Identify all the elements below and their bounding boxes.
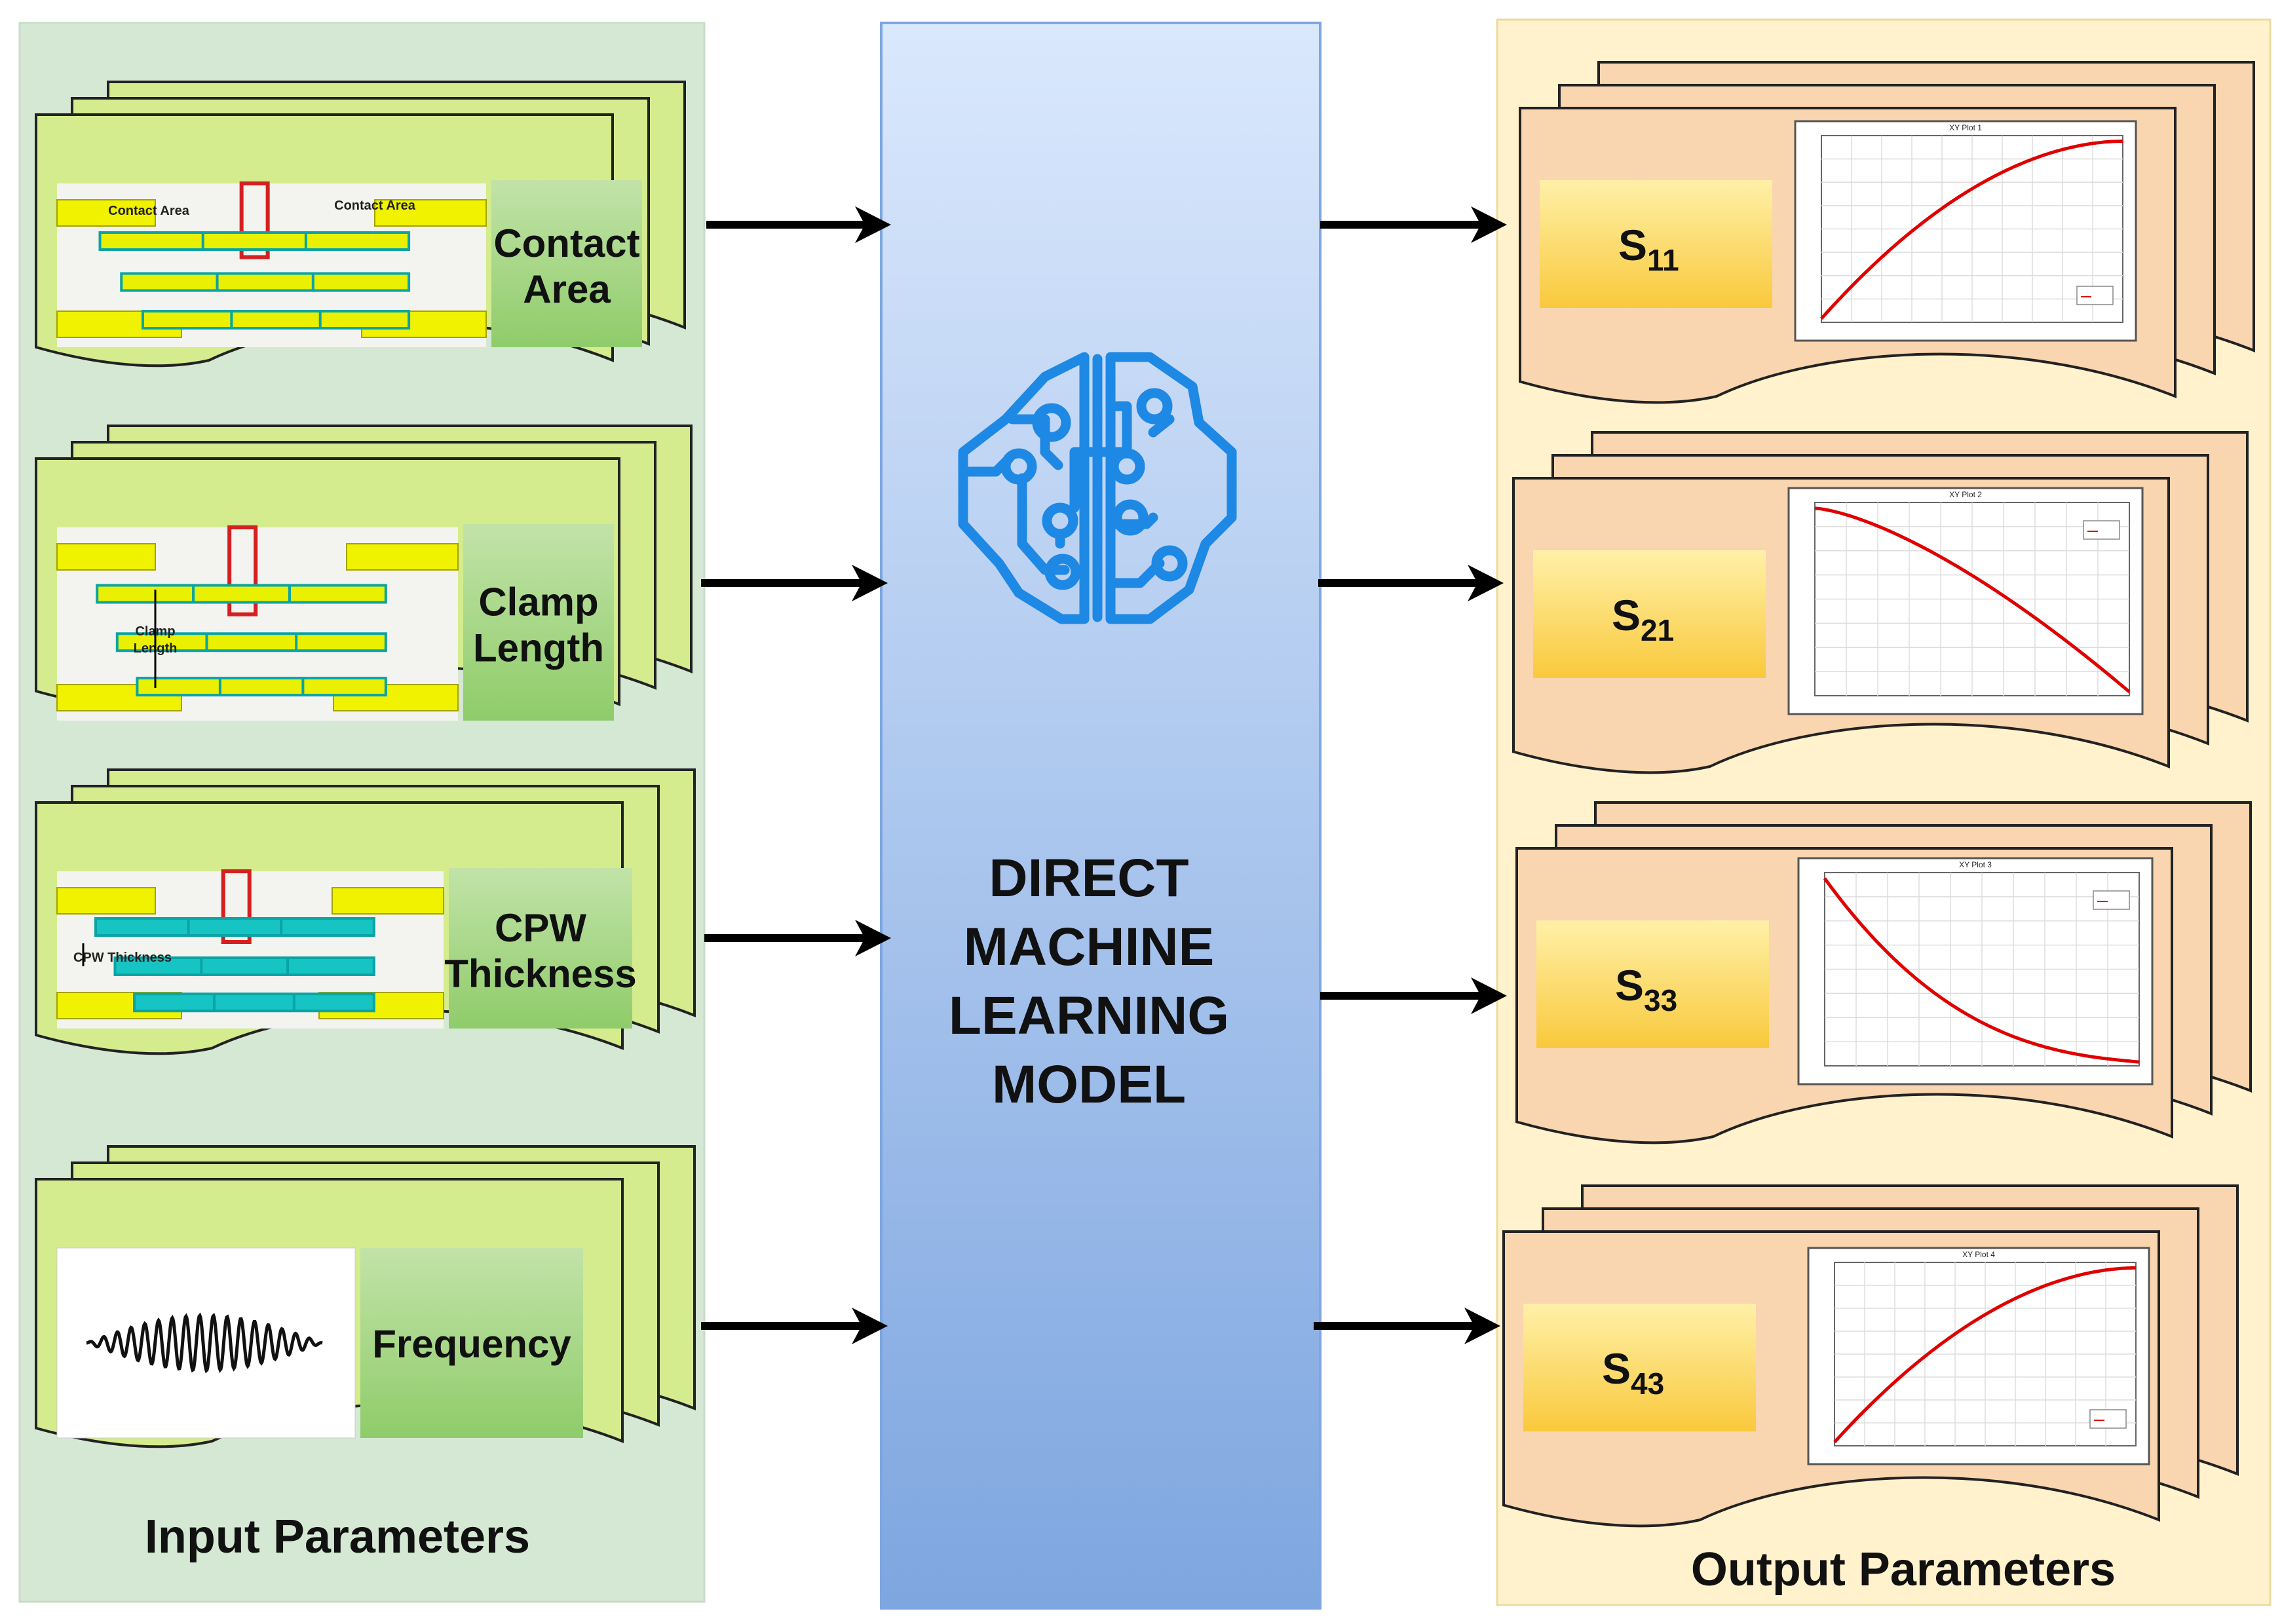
brain-circuit-icon (958, 352, 1237, 624)
s-parameter-plot: XY Plot 1 (1794, 120, 2137, 342)
input-label-line: Area (523, 267, 611, 311)
flow-arrow-head (855, 920, 891, 956)
input-panel-title: Input Parameters (145, 1511, 530, 1563)
flow-arrow-head (1471, 977, 1507, 1014)
model-line-3: LEARNING (949, 986, 1229, 1046)
figure-annotation: Contact Area (334, 198, 416, 213)
input-label-line: Frequency (372, 1322, 571, 1366)
input-card-4: Frequency (35, 1145, 696, 1448)
plot-title: XY Plot 2 (1949, 490, 1982, 499)
sine-wave (86, 1312, 323, 1374)
output-label-box (1533, 550, 1766, 678)
plot-curve (1814, 506, 2131, 694)
flow-arrow-head (1471, 206, 1507, 243)
s-parameter-plot: XY Plot 2 (1787, 487, 2144, 715)
mems-structure-figure: Contact Area Contact Area (56, 181, 487, 347)
plot-title: XY Plot 4 (1962, 1250, 1995, 1259)
waveform-figure (56, 1247, 356, 1439)
plot-title: XY Plot 1 (1949, 123, 1982, 132)
flow-arrow-head (852, 1308, 888, 1344)
flow-arrow-head (855, 206, 891, 243)
output-label: S21 (1612, 591, 1674, 647)
input-label-box (491, 180, 642, 347)
output-label-box (1540, 180, 1772, 308)
input-label-line: Thickness (444, 952, 636, 996)
output-panel-title: Output Parameters (1691, 1543, 2116, 1596)
model-line-2: MACHINE (964, 917, 1215, 977)
input-label-line: Contact (493, 221, 639, 265)
mems-structure-figure: CPW Thickness (56, 869, 444, 1029)
plot-legend (2093, 890, 2130, 910)
flow-arrow-head (1464, 1308, 1500, 1344)
model-line-4: MODEL (992, 1055, 1186, 1114)
input-label-line: Length (473, 626, 604, 670)
plot-legend (2083, 520, 2120, 540)
figure-annotation: Contact Area (108, 204, 190, 218)
output-card-3: S33 XY Plot 3 (1515, 801, 2252, 1144)
model-line-1: DIRECT (989, 848, 1189, 908)
output-cards: S11 XY Plot 1 S21 XY Plot 2 S33 XY Plot 3 S43 X… (1502, 61, 2255, 1528)
model-block (880, 22, 1322, 1610)
output-card-1: S11 XY Plot 1 (1519, 61, 2255, 404)
flow-arrow-head (1468, 565, 1504, 601)
plot-curve (1833, 1266, 2136, 1444)
s-parameter-plot: XY Plot 3 (1797, 857, 2154, 1086)
input-label-line: Clamp (478, 580, 598, 624)
output-card-4: S43 XY Plot 4 (1502, 1184, 2239, 1528)
output-label: S33 (1615, 961, 1677, 1017)
plot-title: XY Plot 3 (1959, 860, 1992, 869)
plot-curve (1823, 877, 2140, 1064)
output-card-2: S21 XY Plot 2 (1512, 431, 2249, 774)
flow-arrow-head (852, 565, 888, 601)
figure-annotation: CPW Thickness (73, 951, 172, 965)
input-cards: Contact Area Contact AreaContactAreaClamp… (35, 81, 696, 1448)
output-label: S43 (1602, 1344, 1664, 1401)
plot-curve (1820, 140, 2123, 320)
flow-arrows (701, 206, 1507, 1344)
output-label-box (1536, 920, 1769, 1048)
input-label-line: CPW (495, 906, 586, 950)
input-label-box (360, 1248, 583, 1438)
s-parameter-plot: XY Plot 4 (1807, 1247, 2150, 1465)
plot-legend (2089, 1409, 2127, 1429)
input-label-box (449, 868, 632, 1029)
output-label-box (1523, 1304, 1756, 1431)
output-label: S11 (1618, 221, 1679, 277)
input-label-box (463, 524, 614, 721)
plot-legend (2076, 286, 2114, 305)
